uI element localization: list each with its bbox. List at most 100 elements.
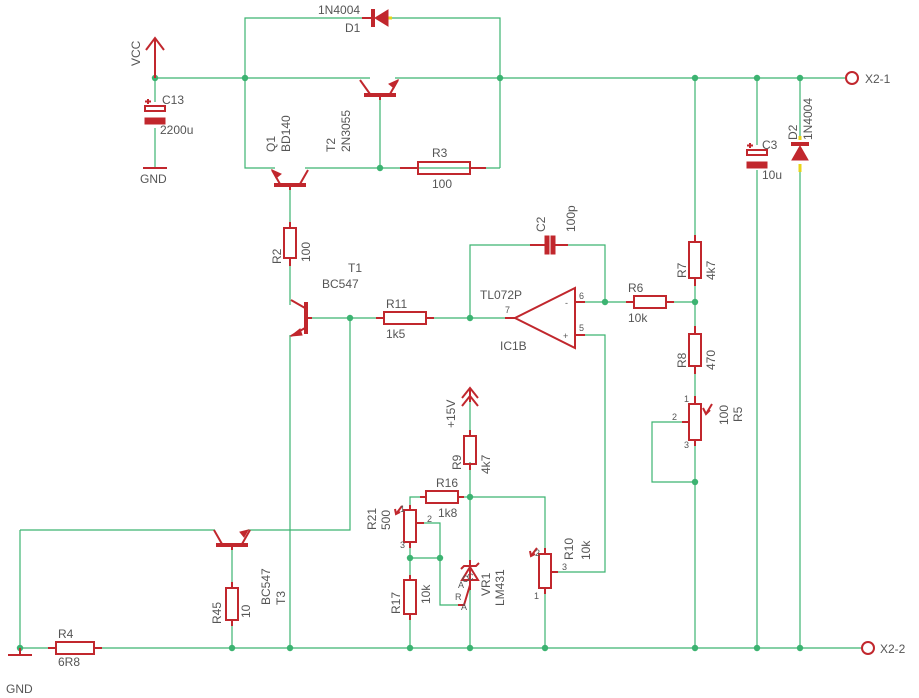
resistor-r9: R9 4k7 bbox=[450, 430, 493, 474]
x2-1-label: X2-1 bbox=[865, 72, 891, 86]
vr1-value: LM431 bbox=[493, 569, 507, 606]
vr1-pin-a2: A bbox=[461, 602, 467, 612]
capacitor-c13: C13 2200u bbox=[144, 93, 193, 137]
r5-name: R5 bbox=[731, 406, 745, 422]
ic-pin-inv: 6 bbox=[579, 291, 584, 301]
connector-x2-2: X2-2 bbox=[861, 641, 906, 656]
r3-value: 100 bbox=[432, 177, 452, 191]
r10-pin-1: 1 bbox=[534, 591, 539, 601]
diode-d2: D2 1N4004 bbox=[786, 98, 815, 172]
r3-name: R3 bbox=[432, 146, 448, 160]
r2-value: 100 bbox=[299, 242, 313, 262]
resistor-r45: R45 10 bbox=[210, 582, 253, 626]
resistor-r16: R16 1k8 bbox=[420, 476, 464, 520]
ic-pin-noninv: 5 bbox=[579, 323, 584, 333]
transistor-t3: BC547 T3 bbox=[213, 529, 288, 605]
resistor-r7: R7 4k7 bbox=[675, 235, 718, 286]
resistor-r2: R2 100 bbox=[270, 222, 313, 266]
d2-value: 1N4004 bbox=[801, 98, 815, 140]
vr1-pin-a: A bbox=[458, 580, 464, 590]
r21-pin-1: 1 bbox=[400, 504, 405, 514]
diode-d1: 1N4004 D1 bbox=[318, 3, 392, 35]
r5-value: 100 bbox=[717, 405, 731, 425]
gnd-symbol-bottom: GND bbox=[6, 648, 33, 696]
c13-value: 2200u bbox=[160, 123, 193, 137]
trimmer-r10: 1 2 3 R10 10k bbox=[529, 538, 593, 601]
d1-name: D1 bbox=[345, 21, 361, 35]
r45-value: 10 bbox=[239, 604, 253, 618]
x2-2-label: X2-2 bbox=[880, 642, 906, 656]
r10-name: R10 bbox=[562, 538, 576, 560]
r4-value: 6R8 bbox=[58, 655, 80, 669]
d2-name: D2 bbox=[786, 124, 800, 140]
r10-pin-3: 3 bbox=[562, 562, 567, 572]
c3-name: C3 bbox=[762, 138, 778, 152]
vr1-pin-c: C bbox=[462, 574, 469, 584]
r10-value: 10k bbox=[579, 540, 593, 560]
c13-name: C13 bbox=[162, 93, 184, 107]
r5-pin-1: 1 bbox=[684, 394, 689, 404]
transistor-q1: Q1 BD140 bbox=[264, 115, 309, 190]
t3-value: BC547 bbox=[259, 568, 273, 605]
r21-name: R21 bbox=[365, 508, 379, 530]
vr1-pin-r: R bbox=[455, 592, 462, 602]
q1-name: Q1 bbox=[264, 136, 278, 152]
c3-value: 10u bbox=[762, 168, 782, 182]
trimmer-r21: 1 2 3 R21 500 bbox=[365, 504, 432, 550]
t3-name: T3 bbox=[274, 591, 288, 605]
r16-name: R16 bbox=[436, 476, 458, 490]
r21-pin-3: 3 bbox=[400, 540, 405, 550]
wires bbox=[19, 17, 862, 655]
ic-pin-plus: + bbox=[563, 331, 568, 341]
r9-name: R9 bbox=[450, 454, 464, 470]
vr1-name: VR1 bbox=[479, 572, 493, 596]
resistor-r17: R17 10k bbox=[389, 575, 433, 620]
r11-name: R11 bbox=[386, 297, 407, 311]
gnd-label-top: GND bbox=[140, 172, 167, 186]
ic1b-name: IC1B bbox=[500, 339, 527, 353]
t2-name: T2 bbox=[324, 138, 338, 152]
r9-value: 4k7 bbox=[479, 454, 493, 474]
r7-value: 4k7 bbox=[704, 260, 718, 280]
vr1-pin-c2: C bbox=[467, 572, 474, 582]
r17-value: 10k bbox=[419, 584, 433, 604]
r45-name: R45 bbox=[210, 602, 224, 624]
ic-pin-out: 7 bbox=[505, 305, 510, 315]
vcc-label: VCC bbox=[129, 40, 143, 66]
ic1b-value: TL072P bbox=[480, 288, 522, 302]
transistor-t2: T2 2N3055 bbox=[324, 78, 400, 152]
c2-value: 100p bbox=[564, 205, 578, 232]
r8-value: 470 bbox=[704, 350, 718, 370]
vcc-symbol: VCC bbox=[129, 36, 165, 78]
r5-pin-2: 2 bbox=[672, 412, 677, 422]
r17-name: R17 bbox=[389, 592, 403, 614]
transistor-t1: T1 BC547 bbox=[289, 261, 362, 337]
r11-value: 1k5 bbox=[386, 327, 406, 341]
resistor-r11: R11 1k5 bbox=[376, 297, 434, 341]
capacitor-c3: C3 10u bbox=[746, 138, 782, 182]
r8-name: R8 bbox=[675, 352, 689, 368]
resistor-r3: R3 100 bbox=[400, 146, 486, 191]
t1-value: BC547 bbox=[322, 277, 359, 291]
p15v-symbol: +15V bbox=[444, 386, 479, 428]
connector-x2-1: X2-1 bbox=[845, 71, 891, 86]
reference-vr1: A C R C A VR1 LM431 bbox=[455, 560, 507, 612]
gnd-symbol-top: GND bbox=[140, 167, 167, 186]
r21-pin-2: 2 bbox=[427, 514, 432, 524]
r5-pin-3: 3 bbox=[684, 440, 689, 450]
junctions bbox=[16, 74, 804, 652]
q1-value: BD140 bbox=[279, 115, 293, 152]
r4-name: R4 bbox=[58, 627, 74, 641]
gnd-label-bottom: GND bbox=[6, 682, 33, 696]
ic-pin-minus: - bbox=[565, 298, 568, 308]
t1-name: T1 bbox=[348, 261, 362, 275]
t2-value: 2N3055 bbox=[339, 110, 353, 152]
resistor-r4: R4 6R8 bbox=[48, 627, 102, 669]
r7-name: R7 bbox=[675, 262, 689, 278]
trimmer-r5: 1 2 3 100 R5 bbox=[672, 394, 745, 450]
capacitor-c2: C2 100p bbox=[530, 205, 578, 255]
opamp-ic1b: - + 7 6 5 TL072P IC1B bbox=[480, 286, 585, 353]
r10-pin-2: 2 bbox=[535, 548, 540, 558]
resistor-r8: R8 470 bbox=[675, 326, 718, 374]
